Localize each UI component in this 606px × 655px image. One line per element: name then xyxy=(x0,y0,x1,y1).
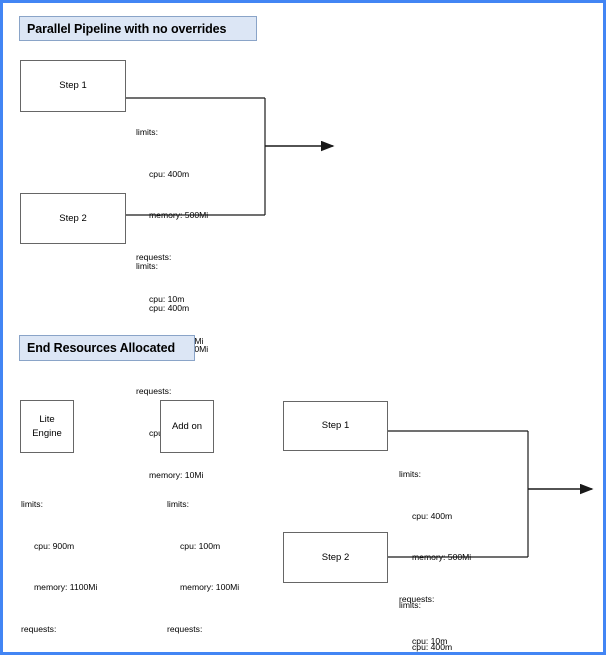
node-label: Step 1 xyxy=(321,420,350,432)
requests-label: requests: xyxy=(136,252,172,263)
limits-label: limits: xyxy=(136,260,158,271)
requests-memory: memory: 10Mi xyxy=(149,469,204,480)
resources-step-2-bottom: limits: cpu: 400m memory: 500Mi requests… xyxy=(399,571,471,652)
node-label: Step 2 xyxy=(59,212,87,224)
node-step-2-bottom[interactable]: Step 2 xyxy=(283,532,388,583)
limits-label: limits: xyxy=(399,599,421,610)
node-step-1-top[interactable]: Step 1 xyxy=(20,60,126,112)
limits-memory: memory: 500Mi xyxy=(149,210,209,221)
node-label-line2: Engine xyxy=(32,427,62,439)
resources-lite-engine: limits: cpu: 900m memory: 1100Mi request… xyxy=(21,470,98,652)
limits-label: limits: xyxy=(399,468,421,479)
section-banner-parallel-pipeline: Parallel Pipeline with no overrides xyxy=(19,16,257,41)
requests-label: requests: xyxy=(136,386,172,397)
limits-cpu: cpu: 100m xyxy=(180,540,221,551)
requests-cpu: cpu: 10m xyxy=(149,293,185,304)
resources-add-on: limits: cpu: 100m memory: 100Mi requests… xyxy=(167,470,240,652)
resources-step-2-top: limits: cpu: 400m memory: 500Mi requests… xyxy=(136,232,208,510)
limits-cpu: cpu: 900m xyxy=(34,540,75,551)
requests-cpu: cpu: 10m xyxy=(412,635,448,646)
limits-label: limits: xyxy=(21,498,43,509)
limits-memory: memory: 100Mi xyxy=(180,582,240,593)
node-label: Step 2 xyxy=(321,551,350,563)
limits-cpu: cpu: 400m xyxy=(149,168,190,179)
requests-label: requests: xyxy=(167,624,203,635)
section-banner-end-resources: End Resources Allocated xyxy=(19,335,195,361)
requests-label: requests: xyxy=(21,624,57,635)
node-label: Step 1 xyxy=(59,80,87,92)
node-label: Add on xyxy=(171,420,203,432)
limits-label: limits: xyxy=(167,498,189,509)
node-label-line1: Lite xyxy=(39,413,55,425)
limits-memory: memory: 500Mi xyxy=(412,552,472,563)
node-add-on[interactable]: Add on xyxy=(160,400,214,453)
requests-label: requests: xyxy=(399,594,435,605)
limits-memory: memory: 1100Mi xyxy=(34,582,98,593)
node-step-1-bottom[interactable]: Step 1 xyxy=(283,401,388,451)
banner-label: Parallel Pipeline with no overrides xyxy=(27,21,227,36)
limits-cpu: cpu: 400m xyxy=(412,510,453,521)
banner-label: End Resources Allocated xyxy=(27,341,175,355)
limits-cpu: cpu: 400m xyxy=(412,641,453,652)
node-step-2-top[interactable]: Step 2 xyxy=(20,193,126,244)
limits-cpu: cpu: 400m xyxy=(149,302,190,313)
limits-label: limits: xyxy=(136,126,158,137)
node-lite-engine[interactable]: Lite Engine xyxy=(20,400,74,453)
